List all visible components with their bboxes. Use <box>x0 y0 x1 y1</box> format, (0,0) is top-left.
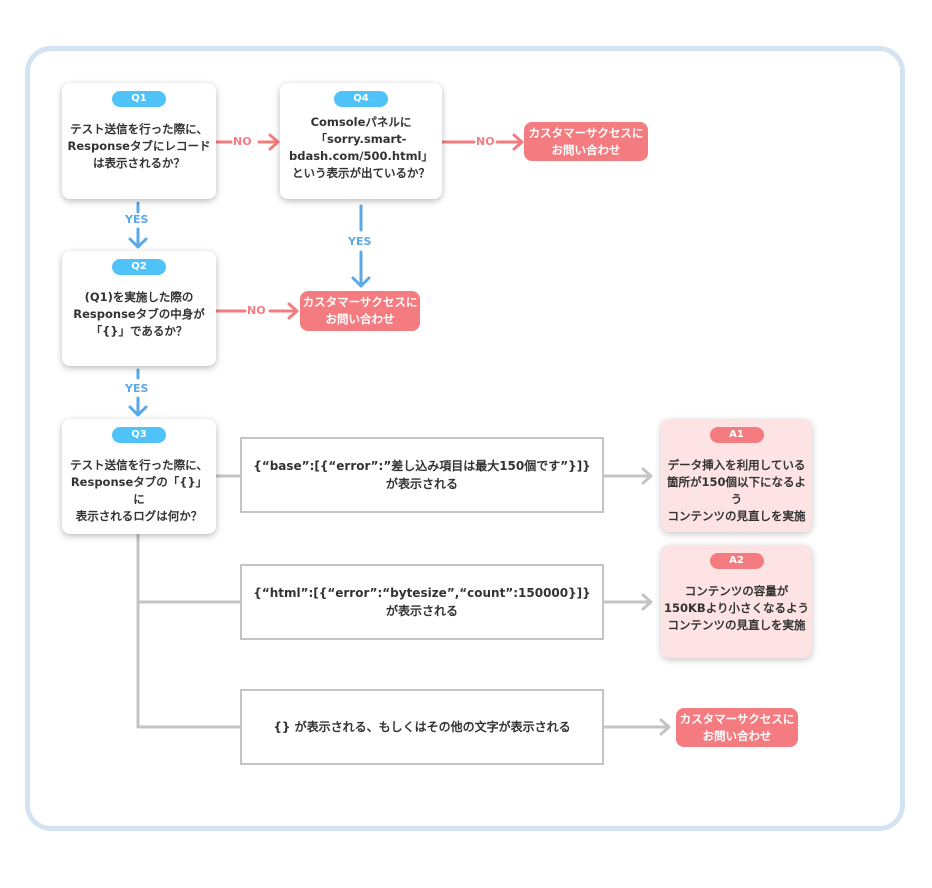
result-box-r3: {} が表示される、もしくはその他の文字が表示される <box>240 689 604 765</box>
question-badge-q2: Q2 <box>112 259 166 275</box>
answer-text-a2: コンテンツの容量が 150KBより小さくなるよう コンテンツの見直しを実施 <box>664 584 809 632</box>
answer-text-a1: データ挿入を利用している 箇所が150個以下になるよう コンテンツの見直しを実施 <box>666 458 806 523</box>
question-text-q3: テスト送信を行った際に、 Responseタブの「{}」に 表示されるログは何か… <box>70 458 208 523</box>
yes-label-q2: YES <box>125 382 149 395</box>
yes-arrow-q1-q2 <box>128 237 148 249</box>
answer-card-a1: A1 データ挿入を利用している 箇所が150個以下になるよう コンテンツの見直し… <box>661 419 812 532</box>
result-box-r1: {“base”:[{“error”:”差し込み項目は最大150個です”}]} が… <box>240 437 604 513</box>
question-badge-q1: Q1 <box>112 91 166 107</box>
question-badge-q3: Q3 <box>112 427 166 443</box>
result-branch-trunk <box>136 532 242 729</box>
question-card-q3: Q3 テスト送信を行った際に、 Responseタブの「{}」に 表示されるログ… <box>62 419 216 534</box>
contact-box-q4-no: カスタマーサクセスに お問い合わせ <box>524 122 648 161</box>
result-arrow-r3-contact <box>659 718 671 736</box>
yes-label-q4: YES <box>348 235 372 248</box>
yes-label-q1: YES <box>125 213 149 226</box>
answer-badge-a1: A1 <box>709 427 764 443</box>
question-text-q4: Comsoleパネルに 「sorry.smart- bdash.com/500.… <box>288 115 433 180</box>
question-badge-q4: Q4 <box>334 91 388 107</box>
no-arrow-q1-q4 <box>268 133 280 151</box>
no-arrow-q2-contact <box>287 302 299 320</box>
no-label-q4: NO <box>476 135 495 148</box>
contact-box-q3-other: カスタマーサクセスに お問い合わせ <box>676 708 798 747</box>
result-arrow-r1-a1 <box>641 467 653 485</box>
question-card-q1: Q1 テスト送信を行った際に、 Responseタブにレコード は表示されるか？ <box>62 83 216 199</box>
question-card-q4: Q4 Comsoleパネルに 「sorry.smart- bdash.com/5… <box>280 83 442 199</box>
result-box-r2: {“html”:[{“error”:“bytesize”,“count”:150… <box>240 564 604 640</box>
question-card-q2: Q2 (Q1)を実施した際の Responseタブの中身が 「{}」であるか？ <box>62 251 216 366</box>
no-label-q2: NO <box>247 304 266 317</box>
yes-arrow-q4-contact <box>351 276 371 288</box>
answer-card-a2: A2 コンテンツの容量が 150KBより小さくなるよう コンテンツの見直しを実施 <box>661 545 812 658</box>
result-arrow-r2-a2 <box>641 593 653 611</box>
contact-box-q4-yes: カスタマーサクセスに お問い合わせ <box>300 291 420 331</box>
no-arrow-q4-contact <box>512 133 524 151</box>
question-text-q1: テスト送信を行った際に、 Responseタブにレコード は表示されるか？ <box>67 122 211 170</box>
yes-arrow-q2-q3 <box>128 405 148 417</box>
question-text-q2: (Q1)を実施した際の Responseタブの中身が 「{}」であるか？ <box>73 290 205 338</box>
answer-badge-a2: A2 <box>709 553 764 569</box>
no-label-q1: NO <box>233 135 252 148</box>
